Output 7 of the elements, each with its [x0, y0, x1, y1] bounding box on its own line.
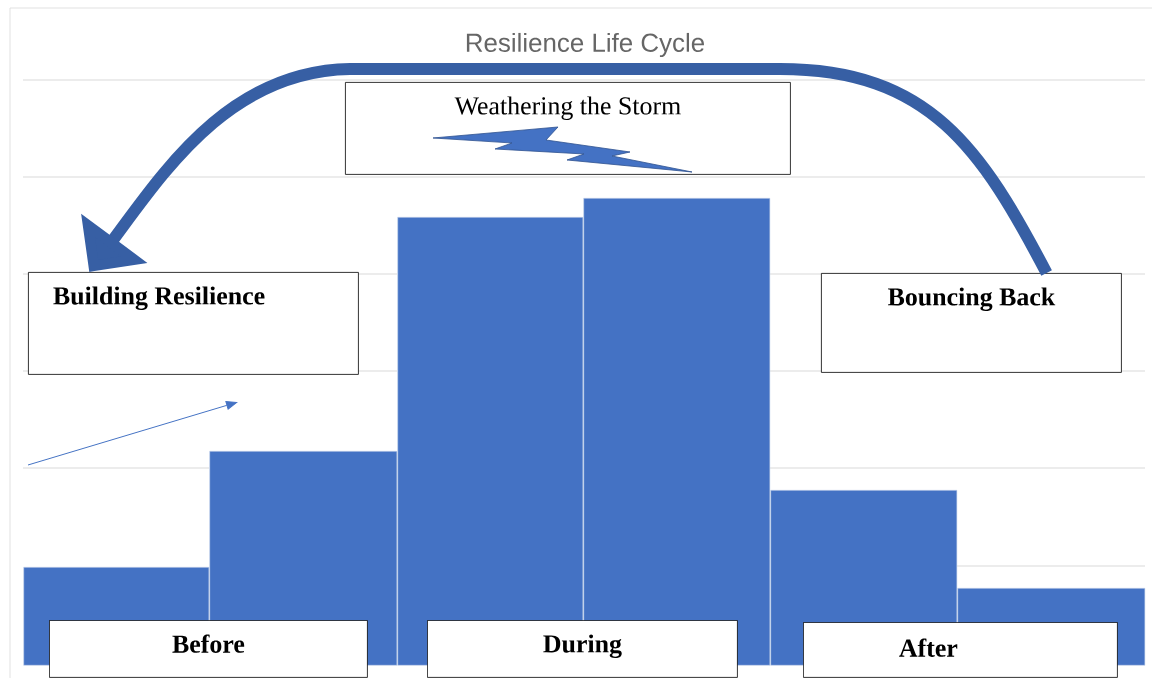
- chart-title: Resilience Life Cycle: [466, 32, 704, 58]
- text-box: During: [427, 620, 738, 678]
- text-box: After: [803, 622, 1118, 678]
- text-box: Before: [49, 620, 368, 678]
- text-box: Bouncing Back: [821, 273, 1122, 373]
- text-box: Building Resilience: [28, 272, 359, 375]
- text-box: Weathering the Storm: [345, 82, 791, 175]
